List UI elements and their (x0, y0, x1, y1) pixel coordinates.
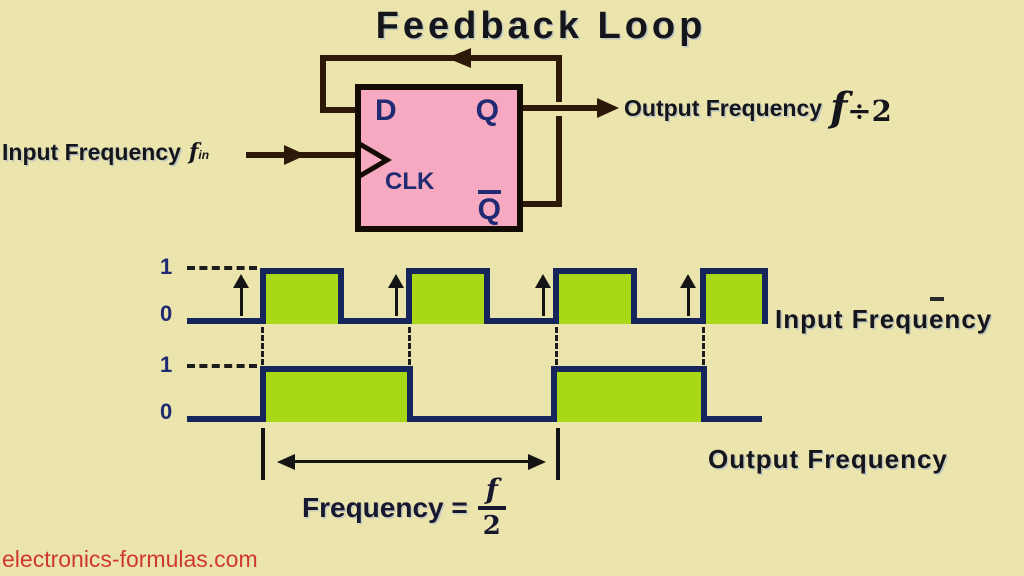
output-level-1-label: 1 (160, 352, 173, 377)
formula-fraction: f 2 (477, 476, 506, 541)
rising-edge-arrow-stem (542, 288, 545, 316)
page-title: Feedback Loop (375, 5, 707, 47)
pin-label-clk: CLK (385, 168, 435, 195)
rising-edge-arrow-icon (535, 274, 551, 288)
output-arrow-icon (597, 98, 619, 118)
formula-numerator: f (477, 476, 506, 510)
input-frequency-text: Input Frequency (2, 139, 181, 165)
output-frequency-symbol: f÷2 (830, 84, 892, 131)
input-baseline-segment (636, 318, 702, 324)
feedback-top-wire (320, 55, 562, 61)
output-baseline-segment (187, 416, 262, 422)
edge-alignment-dashed-line (408, 327, 411, 365)
pin-label-qbar: Q (477, 190, 501, 225)
input-baseline-segment (489, 318, 555, 324)
qbar-stub-wire (518, 201, 562, 207)
input-waveform-label: Input Frequency (775, 304, 993, 334)
d-input-stub-wire (320, 107, 360, 113)
input-level-1-label: 1 (160, 254, 173, 279)
output-waveform-label: Output Frequency (708, 444, 948, 474)
feedback-right-vertical-upper-wire (556, 55, 562, 102)
input-baseline-segment (342, 318, 408, 324)
period-arrow-right-icon (528, 454, 546, 470)
input-pulse (700, 268, 768, 324)
period-arrow-line (292, 460, 532, 463)
watermark-url: electronics-formulas.com (2, 546, 258, 572)
frequency-formula: Frequency = f 2 (302, 476, 506, 539)
feedback-arrow-left-icon (447, 48, 471, 68)
d-flip-flop: D Q CLK Q (355, 84, 523, 232)
clock-edge-triangle-icon (358, 140, 392, 180)
q-output-wire (518, 105, 600, 111)
formula-denominator: 2 (482, 511, 501, 541)
output-frequency-text: Output Frequency (624, 94, 823, 121)
rising-edge-arrow-icon (233, 274, 249, 288)
feedback-left-vertical-wire (320, 55, 326, 113)
rising-edge-arrow-stem (687, 288, 690, 316)
output-baseline-segment (705, 416, 762, 422)
rising-edge-arrow-stem (395, 288, 398, 316)
rising-edge-arrow-icon (680, 274, 696, 288)
period-arrow-left-icon (277, 454, 295, 470)
period-tick (556, 428, 560, 480)
output-pulse (551, 366, 707, 422)
input-frequency-signal-label: Input Frequency fin (2, 141, 209, 164)
edge-alignment-dashed-line (702, 327, 705, 365)
rising-edge-arrow-stem (240, 288, 243, 316)
edge-alignment-dashed-line (555, 327, 558, 365)
stray-dash-mark (930, 297, 944, 301)
output-frequency-signal-label: Output Frequency f÷2 (624, 84, 892, 131)
input-pulse (553, 268, 637, 324)
input-high-level-dashed-line (187, 266, 257, 270)
input-level-0-label: 0 (160, 301, 173, 326)
input-baseline-segment (187, 318, 262, 324)
output-high-level-dashed-line (187, 364, 257, 368)
output-baseline-segment (411, 416, 553, 422)
formula-label: Frequency = (302, 491, 468, 523)
output-level-0-label: 0 (160, 399, 173, 424)
period-tick (261, 428, 265, 480)
input-pulse (406, 268, 490, 324)
output-pulse (260, 366, 413, 422)
edge-alignment-dashed-line (261, 327, 264, 365)
pin-label-d: D (375, 94, 397, 127)
input-frequency-symbol: fin (188, 139, 210, 165)
rising-edge-arrow-icon (388, 274, 404, 288)
feedback-right-vertical-lower-wire (556, 116, 562, 207)
input-pulse (260, 268, 344, 324)
input-arrow-icon (284, 145, 306, 165)
pin-label-q: Q (475, 94, 499, 127)
